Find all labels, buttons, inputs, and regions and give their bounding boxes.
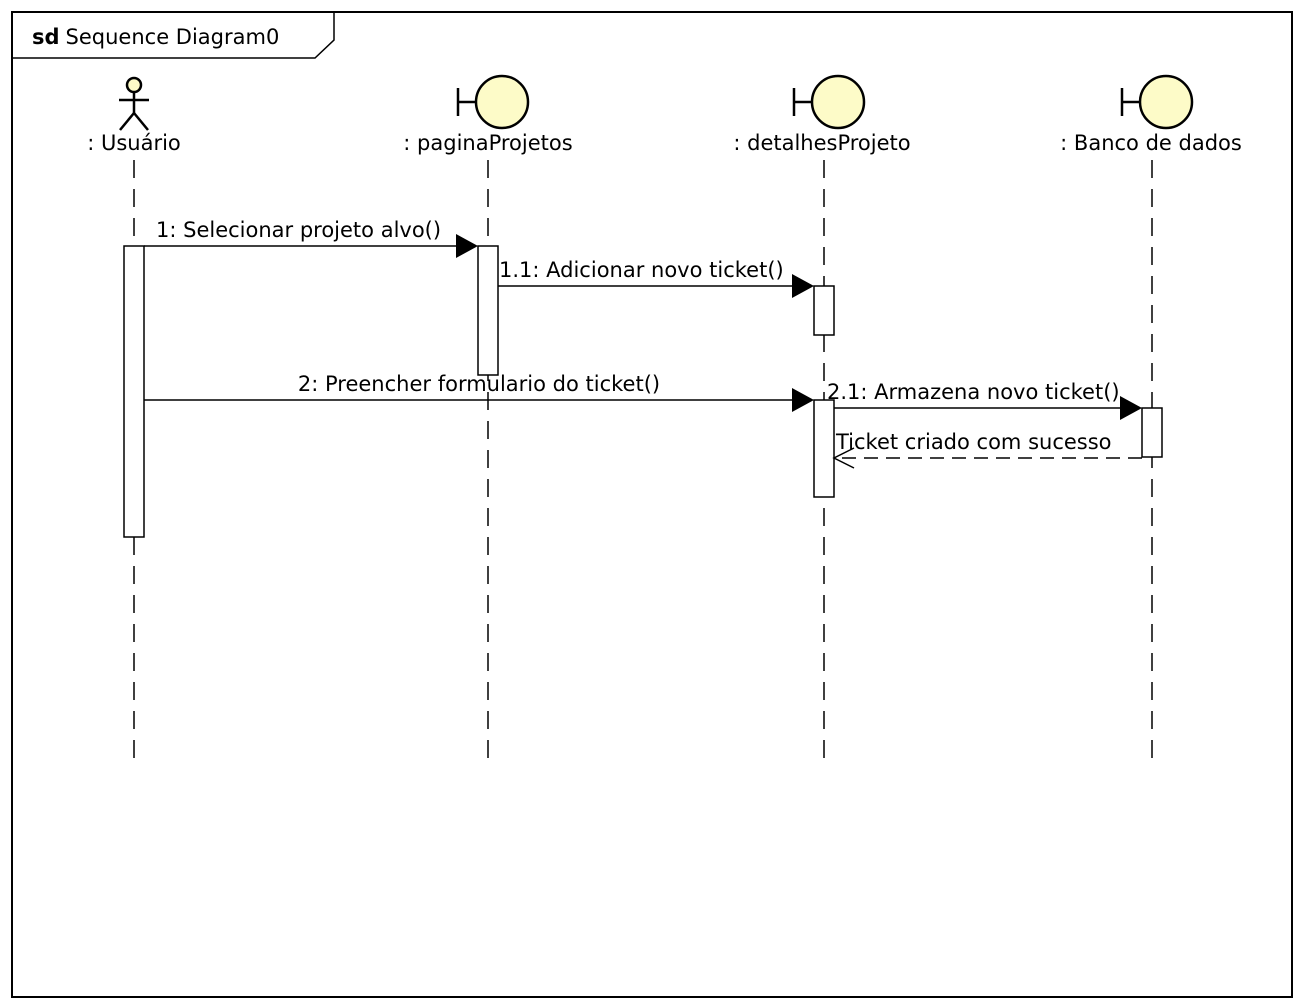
- frame-keyword: sd: [32, 25, 60, 49]
- activation-detalhesProjeto-1: [813, 285, 835, 336]
- message-2-1-arrowhead: [1120, 396, 1142, 420]
- message-2-arrowhead: [792, 388, 814, 412]
- message-1-label: 1: Selecionar projeto alvo(): [156, 218, 441, 242]
- boundary-icon: [456, 74, 530, 130]
- activation-banco: [1141, 407, 1163, 458]
- message-1-arrowhead: [456, 234, 478, 258]
- activation-detalhesProjeto-2: [813, 399, 835, 498]
- frame-title-tab: [12, 12, 335, 59]
- actor-head: [125, 76, 143, 94]
- activation-bars: [123, 245, 1163, 538]
- message-2-label: 2: Preencher formulario do ticket(): [298, 372, 660, 396]
- lifeline-label-banco: : Banco de dados: [1060, 131, 1242, 155]
- activation-paginaProjetos: [477, 245, 499, 376]
- message-1-1-label: 1.1: Adicionar novo ticket(): [499, 258, 784, 282]
- activation-usuario: [123, 245, 145, 538]
- lifeline-lines: [133, 160, 1153, 758]
- actor-icon: [119, 76, 149, 131]
- return-message-arrowhead: [832, 447, 855, 469]
- lifeline-label-usuario: : Usuário: [87, 131, 181, 155]
- message-2-1-label: 2.1: Armazena novo ticket(): [827, 380, 1120, 404]
- boundary-icon: [1120, 74, 1194, 130]
- lifeline-label-detalhesProjeto: : detalhesProjeto: [733, 131, 910, 155]
- message-1-1-arrowhead: [792, 274, 814, 298]
- return-message-label: Ticket criado com sucesso: [835, 430, 1112, 454]
- diagram-frame: [11, 11, 1293, 998]
- boundary-icon: [792, 74, 866, 130]
- lifeline-label-paginaProjetos: : paginaProjetos: [403, 131, 572, 155]
- frame-name: Sequence Diagram0: [66, 25, 280, 49]
